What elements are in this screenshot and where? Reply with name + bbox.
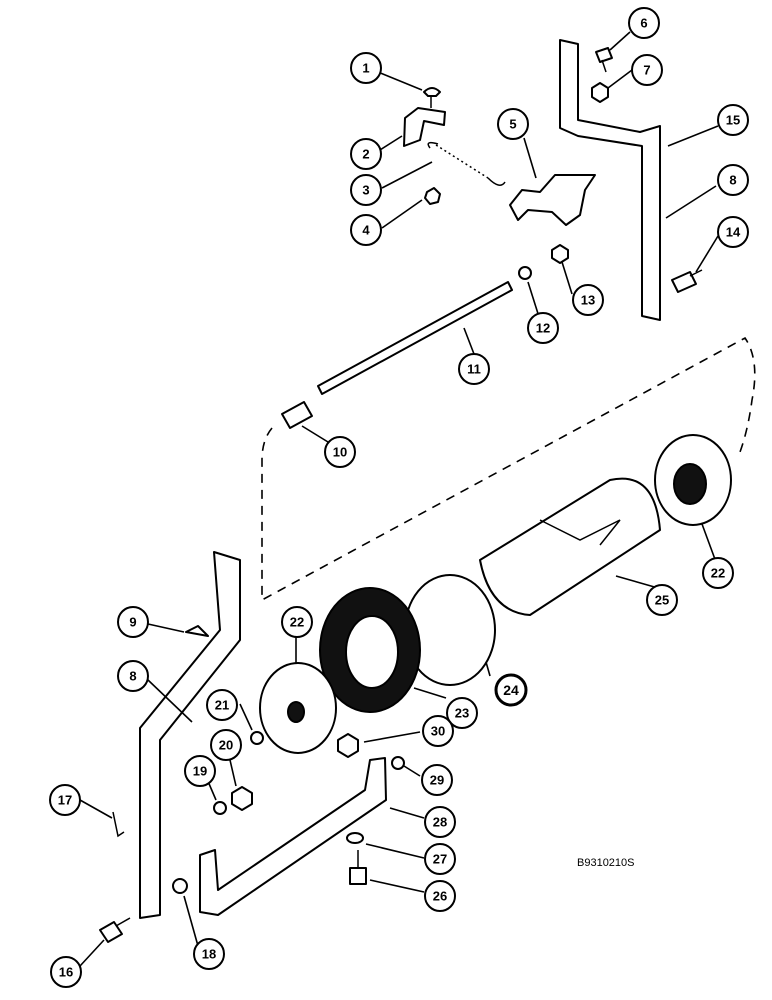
svg-text:8: 8 [729, 173, 736, 188]
svg-text:9: 9 [129, 615, 136, 630]
part-nut-7 [591, 82, 609, 103]
svg-text:28: 28 [433, 815, 447, 830]
callout-9: 9 [117, 606, 149, 638]
svg-text:2: 2 [362, 147, 369, 162]
part-tube-25 [479, 477, 661, 616]
callout-20: 20 [210, 729, 242, 761]
callout-10: 10 [324, 436, 356, 468]
callout-3: 3 [350, 174, 382, 206]
callout-19: 19 [184, 755, 216, 787]
part-screw-6 [595, 47, 613, 73]
part-bolt-26 [349, 850, 367, 885]
svg-text:25: 25 [655, 593, 669, 608]
callout-8-lower: 8 [117, 660, 149, 692]
callout-30: 30 [422, 715, 454, 747]
svg-text:22: 22 [711, 566, 725, 581]
svg-text:14: 14 [726, 225, 741, 240]
callout-18: 18 [193, 938, 225, 970]
callout-7: 7 [631, 54, 663, 86]
svg-text:13: 13 [581, 293, 595, 308]
callout-27: 27 [424, 843, 456, 875]
svg-text:5: 5 [509, 117, 516, 132]
svg-text:21: 21 [215, 698, 229, 713]
part-end-cap-right-22 [654, 434, 732, 526]
svg-text:12: 12 [536, 321, 550, 336]
callout-8-upper: 8 [717, 164, 749, 196]
svg-text:27: 27 [433, 852, 447, 867]
svg-text:16: 16 [59, 965, 73, 980]
callout-26: 26 [424, 880, 456, 912]
svg-text:24: 24 [503, 682, 519, 698]
callout-4: 4 [350, 214, 382, 246]
part-end-cap-left-22 [259, 662, 337, 754]
part-bolt-14 [671, 269, 703, 293]
part-pin-17 [112, 811, 125, 838]
callout-17: 17 [49, 784, 81, 816]
callout-25: 25 [646, 584, 678, 616]
callout-24: 24 [494, 673, 528, 707]
callout-22-left: 22 [281, 606, 313, 638]
callout-13: 13 [572, 284, 604, 316]
svg-text:6: 6 [640, 16, 647, 31]
part-nut-20 [231, 786, 253, 811]
leader-lines [79, 31, 719, 967]
svg-text:26: 26 [433, 889, 447, 904]
assembly-group-outline [261, 336, 756, 602]
part-nut-4 [424, 187, 441, 205]
svg-text:18: 18 [202, 947, 216, 962]
part-washer-18 [172, 878, 188, 894]
part-spring-3 [427, 141, 506, 186]
drawing-code: B9310210S [577, 857, 635, 869]
callout-22-right: 22 [702, 557, 734, 589]
part-washer-12 [518, 266, 532, 280]
svg-text:22: 22 [290, 615, 304, 630]
callout-21: 21 [206, 689, 238, 721]
part-bushing-10 [281, 401, 313, 429]
part-washer-21 [250, 731, 264, 745]
callout-11: 11 [458, 353, 490, 385]
callout-28: 28 [424, 806, 456, 838]
svg-text:17: 17 [58, 793, 72, 808]
part-washer-19 [213, 801, 227, 815]
part-bolt-9 [185, 625, 209, 637]
callout-12: 12 [527, 312, 559, 344]
part-nut-13 [551, 244, 569, 264]
svg-text:19: 19 [193, 764, 207, 779]
part-screw-1 [423, 87, 441, 108]
callout-5: 5 [497, 108, 529, 140]
part-washer-27 [346, 832, 364, 844]
callout-14: 14 [717, 216, 749, 248]
part-arm-lower-8 [139, 551, 241, 919]
svg-text:1: 1 [362, 61, 369, 76]
svg-text:3: 3 [362, 183, 369, 198]
part-nut-30 [337, 733, 359, 758]
svg-text:30: 30 [431, 724, 445, 739]
part-bracket-2 [403, 107, 446, 147]
svg-text:23: 23 [455, 706, 469, 721]
part-washer-29 [391, 756, 405, 770]
callout-1: 1 [350, 52, 382, 84]
callout-29: 29 [421, 764, 453, 796]
part-shaft-11 [317, 281, 513, 395]
part-tire-23 [319, 587, 421, 713]
part-plate-5 [509, 174, 596, 226]
part-arm-upper-8 [559, 39, 661, 321]
svg-text:4: 4 [362, 223, 370, 238]
svg-text:15: 15 [726, 113, 740, 128]
svg-text:8: 8 [129, 669, 136, 684]
svg-text:29: 29 [430, 773, 444, 788]
svg-text:20: 20 [219, 738, 233, 753]
callout-16: 16 [50, 956, 82, 988]
svg-text:7: 7 [643, 63, 650, 78]
part-bracket-28 [199, 757, 387, 916]
svg-text:10: 10 [333, 445, 347, 460]
callout-6: 6 [628, 7, 660, 39]
svg-text:11: 11 [467, 362, 481, 377]
callout-2: 2 [350, 138, 382, 170]
callout-23: 23 [446, 697, 478, 729]
callout-15: 15 [717, 104, 749, 136]
part-bolt-16 [99, 917, 131, 943]
